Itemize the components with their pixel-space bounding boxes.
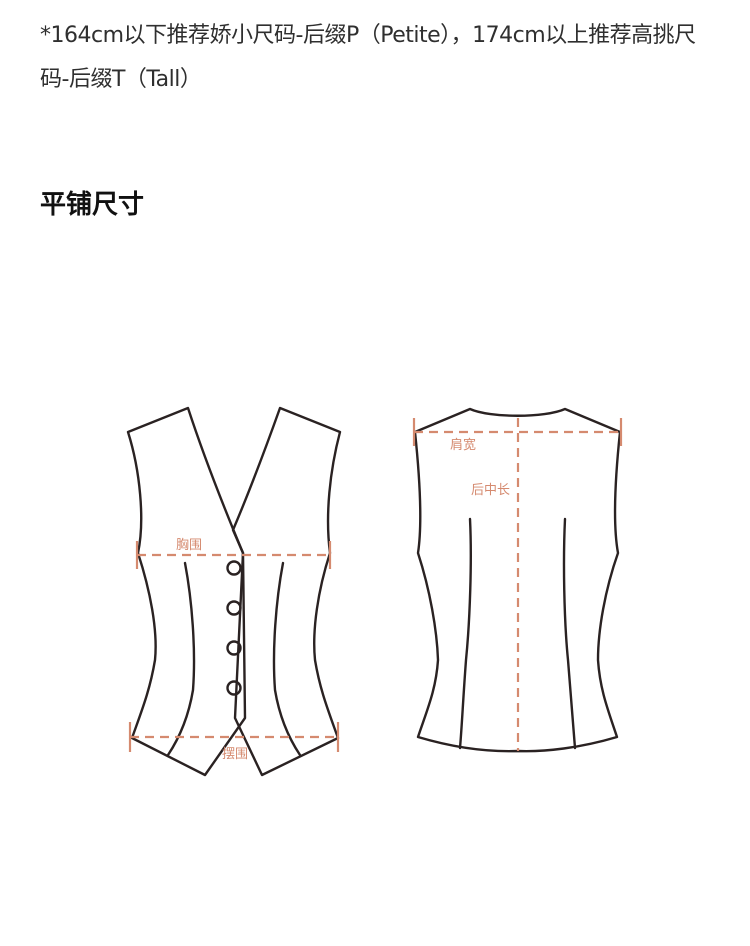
section-title-flat-measurements: 平铺尺寸	[40, 190, 145, 220]
chest-label: 胸围	[176, 538, 202, 553]
size-recommendation-note: *164cm以下推荐娇小尺码-后缀P（Petite），174cm以上推荐高挑尺码…	[40, 23, 696, 92]
front-button-2	[226, 600, 242, 616]
front-measure-lines	[128, 541, 340, 752]
front-button-3	[226, 640, 242, 656]
back-left-dart	[458, 517, 472, 750]
back-length-label: 后中长	[471, 483, 510, 498]
back-vest	[413, 407, 622, 753]
front-button-4	[226, 680, 242, 696]
shoulder-width-label: 肩宽	[450, 437, 476, 453]
back-vest-outline	[413, 407, 622, 753]
front-left-panel-outline	[126, 406, 247, 777]
front-right-panel-outline	[231, 406, 342, 777]
back-right-dart	[562, 517, 577, 750]
front-right-dart	[272, 561, 302, 757]
front-left-dart	[166, 561, 196, 757]
front-vest	[126, 406, 342, 777]
front-button-1	[226, 560, 242, 576]
back-measure-lines	[412, 418, 623, 751]
hem-label: 摆围	[222, 747, 248, 762]
